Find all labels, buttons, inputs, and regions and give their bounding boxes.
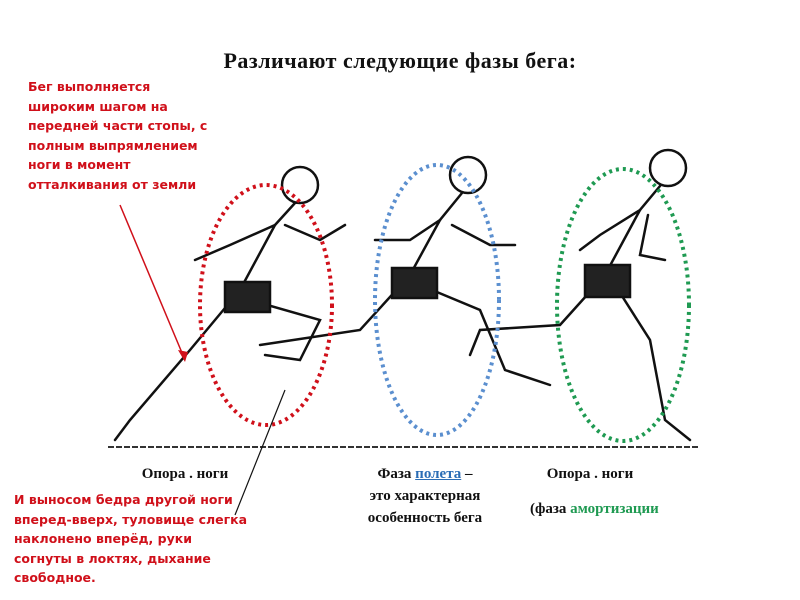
note-top: Бег выполняется широким шагом на передней …: [28, 77, 207, 194]
note-line: передней части стопы, с: [28, 118, 208, 133]
flight-dash: –: [465, 466, 473, 482]
flight-label: Фаза полета – это характерная особенност…: [320, 463, 530, 529]
note-bottom: И выносом бедра другой ноги вперед-вверх,…: [14, 490, 247, 588]
note-line: Бег выполняется: [28, 79, 151, 94]
landing-ellipse: [555, 167, 691, 443]
note-line: ноги в момент: [28, 157, 131, 172]
arrowhead: [178, 350, 188, 362]
note-line: И выносом бедра другой ноги: [14, 492, 233, 507]
note-line: отталкивания от земли: [28, 176, 197, 192]
note-line: свободное.: [14, 570, 96, 585]
runner-landing: [468, 148, 692, 442]
flight-word-link[interactable]: полета: [415, 466, 462, 482]
note-line: вперед-вверх, туловище слегка: [14, 511, 248, 527]
flight-line3: особенность бега: [367, 510, 483, 526]
push-off-ellipse: [198, 183, 334, 427]
note-line: наклонено вперёд, руки: [14, 531, 192, 546]
flight-prefix: Фаза: [377, 466, 412, 482]
support-label-2: Опора . ноги: [546, 466, 634, 482]
amort-word: амортизации: [570, 501, 659, 517]
note-line: согнуты в локтях, дыхание: [14, 550, 211, 566]
pointer-line-bottom: [234, 389, 286, 516]
slide-title: Различают следующие фазы бега:: [223, 48, 577, 73]
pointer-arrow-top: [119, 204, 186, 361]
note-line: широким шагом на: [28, 98, 168, 114]
flight-line2: это характерная: [369, 488, 481, 504]
note-line: полным выпрямлением: [28, 137, 198, 153]
runner-flight: [258, 155, 552, 387]
amort-prefix: (фаза: [530, 501, 567, 517]
support-label-1: Опора . ноги: [141, 466, 229, 482]
runner-push-off: [113, 165, 347, 442]
flight-ellipse: [373, 163, 501, 437]
amortization-label: (фаза амортизации: [530, 498, 730, 520]
